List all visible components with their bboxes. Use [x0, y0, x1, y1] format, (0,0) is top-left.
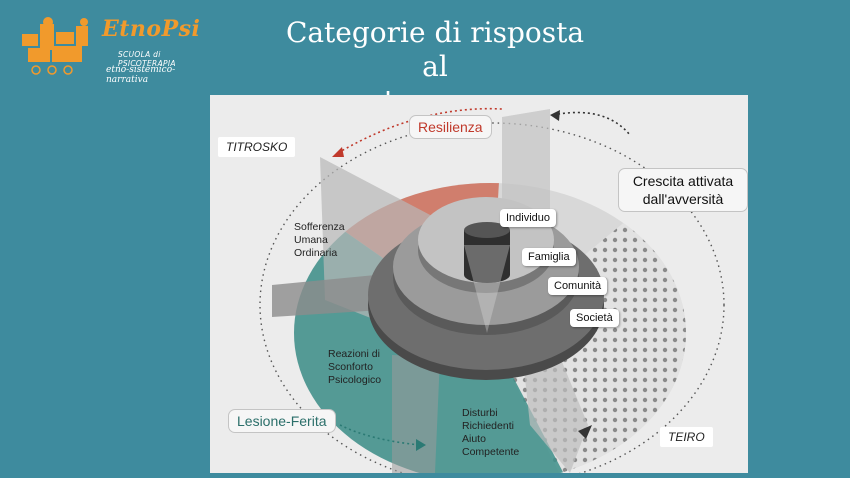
category-psychological-distress: Reazioni di Sconforto Psicologico — [328, 348, 381, 387]
diagram-graphic — [259, 107, 725, 473]
growth-arrow — [552, 111, 631, 136]
logo-name: EtnoPsi — [102, 16, 201, 42]
category-disorders-line2: Richiedenti — [462, 420, 514, 432]
light-wedge — [464, 245, 510, 333]
category-distress-line2: Sconforto — [328, 361, 373, 373]
outer-dotted-ring — [259, 122, 725, 473]
corner-label-top-left: TITROSKO — [218, 137, 296, 157]
plane-bottom-left — [392, 355, 440, 473]
category-ordinary-suffering: Sofferenza Umana Ordinaria — [294, 221, 345, 260]
injury-label: Lesione-Ferita — [228, 409, 336, 433]
corner-label-bottom-right: TEIRO — [660, 427, 713, 447]
growth-label-line2: dall'avversità — [642, 191, 724, 207]
category-distress-line1: Reazioni di — [328, 348, 380, 360]
plane-bottom-right — [522, 350, 588, 473]
growth-arrow-head — [550, 110, 560, 121]
injury-arrow-head — [416, 439, 426, 451]
slide-title-line1: Categorie di risposta al — [285, 16, 585, 83]
resilience-label: Resilienza — [409, 115, 492, 139]
etnopsi-logo: EtnoPsi SCUOLA di PSICOTERAPIA etno-sist… — [18, 14, 208, 85]
logo-figures-icon — [22, 17, 88, 75]
category-ordinary-line3: Ordinaria — [294, 247, 338, 259]
category-ordinary-line2: Umana — [294, 234, 328, 246]
category-disorders: Disturbi Richiedenti Aiuto Competente — [462, 407, 519, 459]
category-ordinary-line1: Sofferenza — [294, 221, 345, 233]
level-callout-family: Famiglia — [522, 248, 576, 266]
category-distress-line3: Psicologico — [328, 374, 382, 386]
trauma-response-diagram: TITROSKO TEIRO Resilienza Crescita attiv… — [210, 95, 748, 473]
individual-core-base — [464, 267, 510, 283]
level-callout-community: Comunità — [548, 277, 608, 295]
resilience-arrow-head — [332, 147, 344, 157]
category-disorders-line3: Aiuto — [462, 433, 486, 445]
category-disorders-line4: Competente — [462, 446, 520, 458]
level-callout-society: Società — [570, 309, 619, 327]
growth-label-line1: Crescita attivata — [632, 173, 734, 189]
category-disorders-line1: Disturbi — [462, 407, 498, 419]
individual-core-top — [464, 222, 510, 238]
logo-subtitle: SCUOLA di PSICOTERAPIA — [118, 50, 176, 68]
logo-tagline: etno-sistemico-narrativa — [106, 65, 176, 85]
lower-right-arrow-head — [578, 425, 592, 439]
level-callout-individual: Individuo — [500, 209, 557, 227]
growth-label: Crescita attivata dall'avversità — [618, 168, 748, 212]
